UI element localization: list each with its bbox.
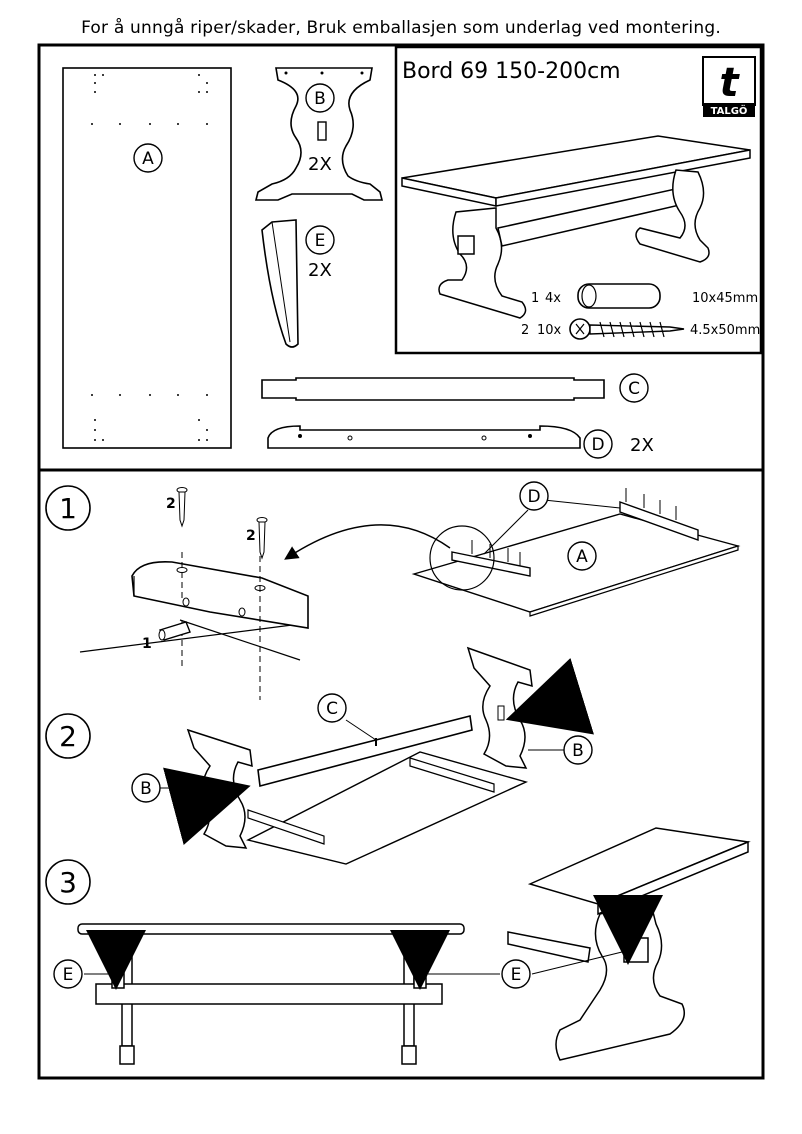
step2-callout-c: [317, 693, 347, 723]
step1-screw-icon-left: [176, 487, 188, 528]
step2-arrow-left-leg: [163, 767, 251, 845]
step3-callout-e-right-label: E: [511, 965, 522, 985]
step1-dowel-icon: [158, 621, 191, 641]
step2-callout-b-left: [131, 773, 161, 803]
screw-icon: [569, 318, 685, 340]
part-a-label: A: [142, 149, 154, 169]
part-e-label: E: [315, 231, 326, 251]
step1-callout-d: [519, 481, 549, 511]
step3-callout-e-left: [53, 959, 83, 989]
part-c-stretcher: C: [261, 373, 649, 403]
hardware-1-size: 10x45mm: [692, 291, 758, 306]
part-b-leg: B 2X: [254, 67, 384, 201]
step-2-badge: [45, 713, 91, 759]
step2-callout-b-right: [563, 735, 593, 765]
part-c-label: C: [628, 379, 640, 399]
part-e-qty: 2X: [308, 260, 332, 281]
step1-callout-d-label: D: [527, 487, 540, 507]
part-e-bracket: E 2X: [261, 219, 335, 348]
step1-hw-ref-a: 2: [166, 496, 176, 512]
product-title: Bord 69 150-200cm: [402, 59, 621, 84]
part-d-callout: [583, 429, 613, 459]
step3-front-view: [77, 923, 465, 1065]
part-d-qty: 2X: [630, 435, 654, 456]
step-1-badge: [45, 485, 91, 531]
step-3: 3 E E: [45, 827, 751, 1065]
dowel-icon: [577, 283, 661, 309]
step1-screw-icon-right: [256, 517, 268, 560]
part-c-callout: [619, 373, 649, 403]
step3-detail-view: [507, 827, 751, 1061]
header-note: For å unngå riper/skader, Bruk emballasj…: [81, 18, 721, 38]
part-e-callout: [305, 225, 335, 255]
part-a-callout: [133, 143, 163, 173]
step1-zoom-circle: [429, 525, 495, 591]
step-3-badge: [45, 859, 91, 905]
logo-name: TALGÖ: [711, 103, 748, 117]
step-2-number: 2: [59, 720, 77, 753]
part-b-qty: 2X: [308, 154, 332, 175]
hardware-2-size: 4.5x50mm: [690, 323, 760, 338]
logo-letter: t: [719, 60, 740, 106]
step1-callout-a-label: A: [576, 547, 588, 567]
step1-curved-arrow: [284, 524, 451, 560]
step1-hw-ref-c: 1: [142, 636, 152, 652]
part-b-callout: [305, 83, 335, 113]
step2-arrow-right-leg: [505, 658, 594, 735]
step-3-number: 3: [59, 866, 77, 899]
step-1-number: 1: [59, 492, 77, 525]
part-b-label: B: [314, 89, 326, 109]
steps-frame: [37, 468, 765, 1080]
hardware-2-count: 10x: [537, 323, 562, 338]
step2-callout-c-label: C: [326, 699, 338, 719]
hardware-screw-row: 2 10x 4.5x50mm: [521, 318, 760, 340]
part-a-tabletop: A: [62, 67, 232, 449]
part-d-label: D: [591, 435, 604, 455]
talgo-logo: t TALGÖ: [702, 56, 756, 117]
step-2: 2 C B B: [45, 646, 594, 865]
part-d-cleat: D 2X: [267, 425, 654, 459]
hardware-1-no: 1: [531, 291, 539, 306]
hardware-1-count: 4x: [545, 291, 561, 306]
step3-callout-e-right: [501, 959, 531, 989]
hardware-2-no: 2: [521, 323, 529, 338]
step1-hw-ref-b: 2: [246, 528, 256, 544]
step3-callout-e-left-label: E: [63, 965, 74, 985]
assembled-table-preview: [401, 135, 751, 319]
step2-callout-b-left-label: B: [140, 779, 152, 799]
step2-callout-b-right-label: B: [572, 741, 584, 761]
hardware-dowel-row: 1 4x 10x45mm: [531, 283, 758, 309]
step-1: 1 2 2 1: [45, 481, 741, 700]
step1-callout-a: [567, 541, 597, 571]
